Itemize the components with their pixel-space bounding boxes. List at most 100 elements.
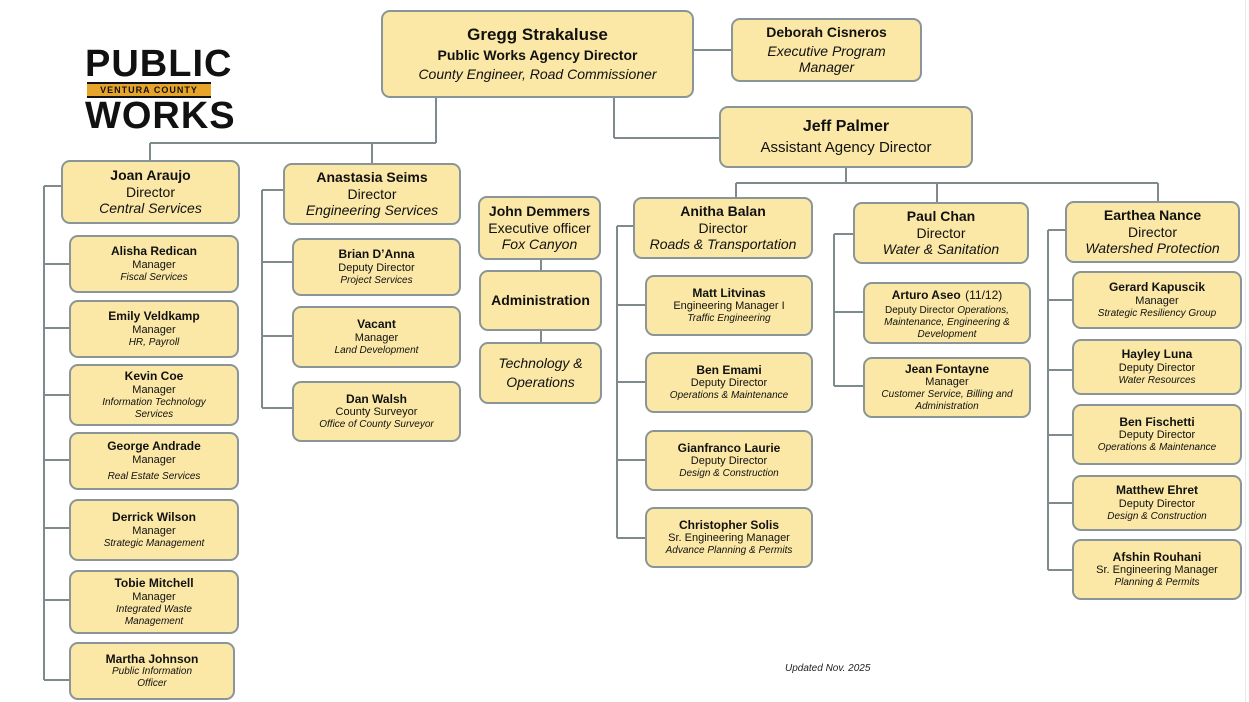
- staff-title: Manager: [132, 323, 176, 336]
- staff-card: Christopher Solis Sr. Engineering Manage…: [645, 507, 813, 568]
- logo-band: VENTURA COUNTY: [87, 82, 211, 98]
- head-dept: Roads & Transportation: [649, 236, 797, 253]
- engineering-services-head: Anastasia Seims Director Engineering Ser…: [283, 163, 461, 225]
- staff-title: Sr. Engineering Manager: [1096, 564, 1218, 577]
- updated-note: Updated Nov. 2025: [785, 663, 871, 674]
- staff-card: Afshin Rouhani Sr. Engineering Manager P…: [1072, 539, 1242, 600]
- staff-card: Dan Walsh County Surveyor Office of Coun…: [292, 381, 461, 442]
- staff-title: Manager: [354, 331, 399, 344]
- staff-dept: Project Services: [340, 274, 413, 286]
- staff-dept: Public Information Officer: [111, 666, 193, 690]
- staff-name: Matt Litvinas: [692, 285, 766, 300]
- staff-card: Matthew Ehret Deputy Director Design & C…: [1072, 475, 1242, 531]
- staff-dept: Information Technology Services: [102, 396, 206, 420]
- staff-card: Brian D’Anna Deputy Director Project Ser…: [292, 238, 461, 296]
- staff-dept: Land Development: [334, 344, 419, 356]
- roads-head: Anitha Balan Director Roads & Transporta…: [633, 197, 813, 259]
- fox-canyon-technology: Technology & Operations: [479, 342, 602, 404]
- staff-name: Jean Fontayne: [904, 361, 990, 376]
- staff-card: Gianfranco Laurie Deputy Director Design…: [645, 430, 813, 491]
- staff-dept: Integrated Waste Management: [116, 603, 192, 627]
- staff-dept: HR, Payroll: [128, 336, 180, 348]
- staff-card: Emily Veldkamp Manager HR, Payroll: [69, 300, 239, 358]
- staff-name: Vacant: [357, 317, 396, 332]
- staff-title: Deputy Director: [1118, 429, 1196, 442]
- head-title: Executive officer: [488, 219, 591, 236]
- staff-card: Arturo Aseo (11/12) Deputy Director Oper…: [863, 282, 1031, 344]
- staff-title: Manager: [132, 590, 176, 603]
- head-dept: Watershed Protection: [1085, 240, 1220, 257]
- staff-title: Deputy Director: [338, 261, 415, 274]
- director-title: Public Works Agency Director: [437, 47, 638, 64]
- assistant-director-title: Assistant Agency Director: [760, 139, 932, 157]
- staff-title: Manager: [925, 376, 969, 389]
- head-title: Director: [125, 183, 175, 200]
- staff-name: Dan Walsh: [346, 391, 407, 406]
- staff-dept: Planning & Permits: [1114, 577, 1200, 589]
- head-name: Anitha Balan: [680, 202, 766, 219]
- staff-title: Sr. Engineering Manager: [668, 532, 790, 545]
- staff-title: Deputy Director: [885, 304, 955, 316]
- head-name: Joan Araujo: [110, 166, 191, 183]
- executive-manager-title: Executive Program Manager: [767, 42, 886, 76]
- staff-name: Hayley Luna: [1121, 347, 1193, 362]
- staff-card: Derrick Wilson Manager Strategic Managem…: [69, 499, 239, 561]
- water-head: Paul Chan Director Water & Sanitation: [853, 202, 1029, 264]
- staff-title: Deputy Director: [690, 377, 768, 390]
- staff-name: Matthew Ehret: [1115, 483, 1198, 498]
- staff-title: Manager: [132, 383, 176, 396]
- head-dept: Water & Sanitation: [882, 241, 1000, 258]
- staff-title: Deputy Director: [1118, 497, 1196, 510]
- staff-card: Martha Johnson Public Information Office…: [69, 642, 235, 700]
- staff-name: Tobie Mitchell: [114, 576, 194, 591]
- staff-name: George Andrade: [107, 439, 201, 454]
- staff-dept: Design & Construction: [679, 468, 779, 480]
- head-dept: Engineering Services: [305, 202, 439, 219]
- staff-dept: Strategic Resiliency Group: [1097, 307, 1217, 319]
- page-edge-divider: [1245, 0, 1246, 702]
- staff-dept: Water Resources: [1118, 374, 1196, 386]
- assistant-director-name: Jeff Palmer: [802, 117, 890, 135]
- staff-dept: Advance Planning & Permits: [665, 545, 793, 557]
- staff-card: Jean Fontayne Manager Customer Service, …: [863, 357, 1031, 418]
- staff-name: Martha Johnson: [105, 651, 199, 666]
- staff-dept: Real Estate Services: [107, 470, 201, 482]
- staff-title: Deputy Director: [690, 455, 768, 468]
- staff-title: Manager: [132, 258, 176, 271]
- logo-line1: PUBLIC: [85, 43, 233, 85]
- head-title: Director: [916, 224, 966, 241]
- watershed-head: Earthea Nance Director Watershed Protect…: [1065, 201, 1240, 263]
- head-title: Director: [1127, 223, 1177, 240]
- staff-card: Vacant Manager Land Development: [292, 306, 461, 368]
- executive-manager-name: Deborah Cisneros: [766, 23, 887, 40]
- executive-manager-box: Deborah Cisneros Executive Program Manag…: [731, 18, 922, 82]
- staff-name: Kevin Coe: [124, 369, 184, 384]
- staff-card: Kevin Coe Manager Information Technology…: [69, 364, 239, 426]
- staff-dept: Operations & Maintenance: [1097, 442, 1217, 454]
- head-name: Earthea Nance: [1103, 206, 1202, 223]
- staff-card: Ben Emami Deputy Director Operations & M…: [645, 352, 813, 413]
- staff-name: Gerard Kapuscik: [1108, 280, 1206, 295]
- staff-title: Manager: [1135, 294, 1179, 307]
- staff-name: Christopher Solis: [678, 517, 779, 532]
- staff-title: County Surveyor: [335, 406, 418, 419]
- head-title: Director: [698, 219, 748, 236]
- staff-date: (11/12): [965, 288, 1003, 303]
- head-dept: Fox Canyon: [501, 236, 578, 253]
- staff-dept: Design & Construction: [1107, 510, 1207, 522]
- staff-dept: Operations & Maintenance: [669, 390, 789, 402]
- public-works-logo: PUBLIC VENTURA COUNTY WORKS: [85, 43, 236, 137]
- staff-card: Ben Fischetti Deputy Director Operations…: [1072, 404, 1242, 465]
- staff-name: Derrick Wilson: [112, 510, 196, 525]
- head-name: John Demmers: [488, 202, 591, 219]
- logo-line2: WORKS: [85, 95, 236, 137]
- unit-label: Technology & Operations: [498, 355, 583, 390]
- head-title: Director: [347, 185, 397, 202]
- staff-dept: Office of County Surveyor: [319, 419, 434, 431]
- staff-dept: Customer Service, Billing and Administra…: [881, 389, 1013, 413]
- staff-card: Tobie Mitchell Manager Integrated Waste …: [69, 570, 239, 634]
- head-name: Anastasia Seims: [316, 168, 428, 185]
- staff-name: Arturo Aseo: [891, 288, 961, 303]
